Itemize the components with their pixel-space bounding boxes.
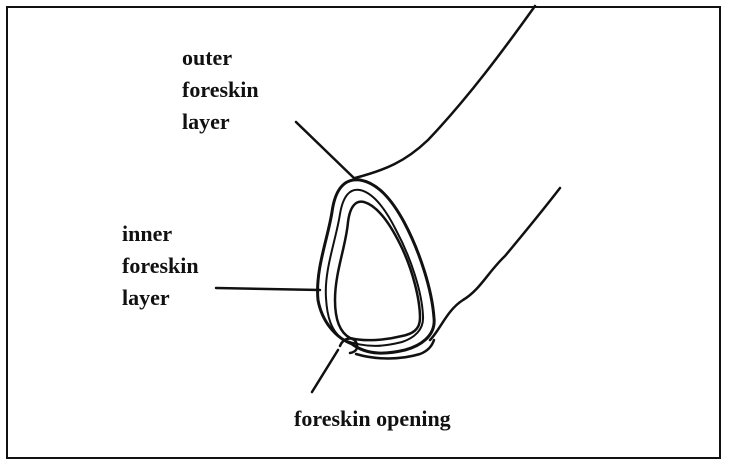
shaft-lower-outline <box>430 188 560 340</box>
shaft-upper-outline <box>355 6 535 178</box>
inner-foreskin-outline <box>335 202 420 341</box>
label-line: layer <box>122 282 199 314</box>
foreskin-opening-label: foreskin opening <box>294 403 451 435</box>
label-line: foreskin opening <box>294 403 451 435</box>
opening-leader <box>312 350 338 392</box>
outer-layer-leader <box>296 122 356 180</box>
label-line: outer <box>182 42 259 74</box>
inner-layer-leader <box>216 288 320 290</box>
label-line: layer <box>182 106 259 138</box>
label-line: foreskin <box>182 74 259 106</box>
inner-foreskin-layer-label: inner foreskin layer <box>122 218 199 314</box>
outer-foreskin-inner-edge <box>326 190 423 346</box>
label-line: foreskin <box>122 250 199 282</box>
label-line: inner <box>122 218 199 250</box>
outer-foreskin-layer-label: outer foreskin layer <box>182 42 259 138</box>
